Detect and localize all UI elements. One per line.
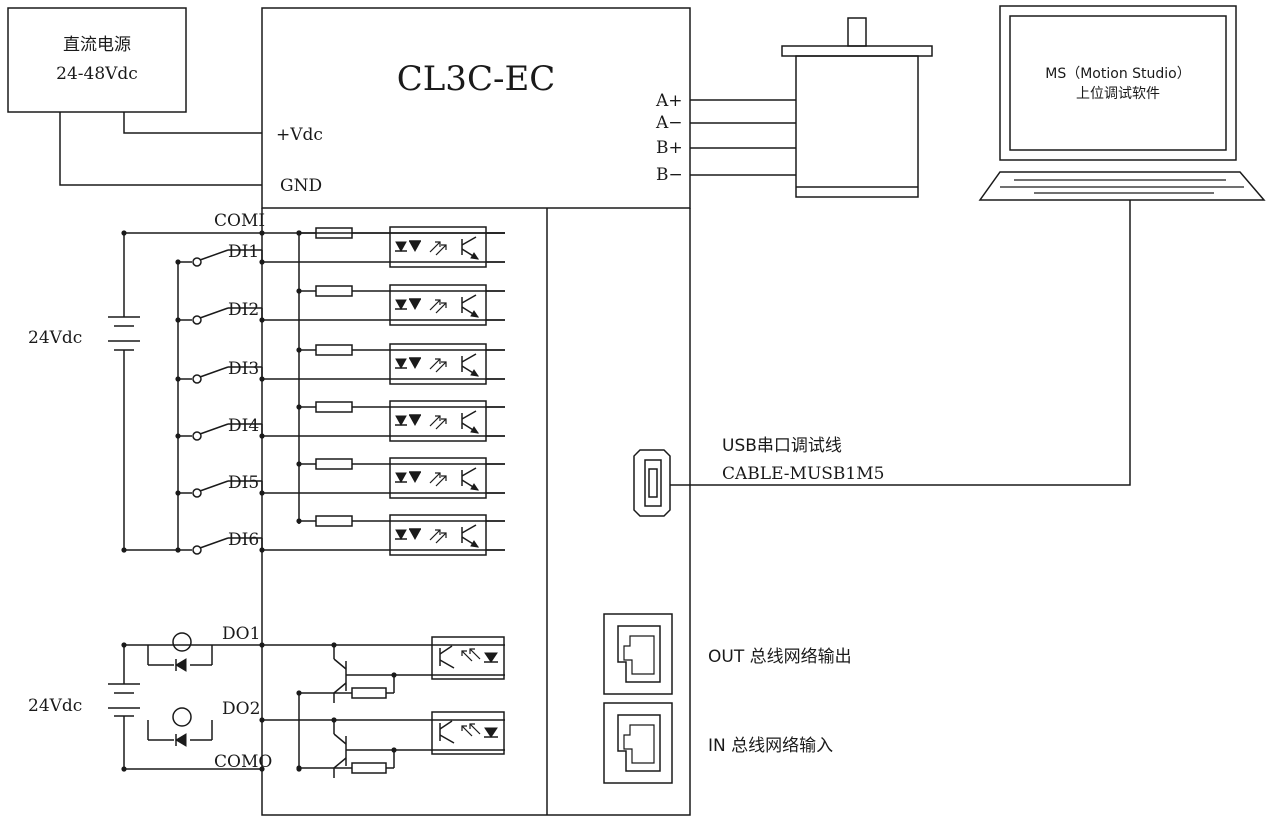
input-channel-2: DI2 bbox=[178, 284, 505, 326]
junction-dot bbox=[296, 404, 302, 410]
input-channel-4: DI4 bbox=[178, 400, 505, 442]
output-channel-2: DO2 bbox=[147, 699, 505, 778]
junction-dot bbox=[121, 642, 127, 648]
junction-dot bbox=[259, 433, 265, 439]
power-supply-voltage: 24-48Vdc bbox=[56, 64, 138, 84]
input-label-di5: DI5 bbox=[228, 473, 259, 493]
junction-dot bbox=[391, 747, 397, 753]
junction-dot bbox=[296, 766, 302, 772]
junction-dot bbox=[175, 433, 181, 439]
junction-dot bbox=[259, 717, 265, 723]
junction-dot bbox=[259, 376, 265, 382]
stepper-motor-icon bbox=[781, 17, 933, 198]
input-label-di6: DI6 bbox=[228, 530, 259, 550]
drive-model-title: CL3C-EC bbox=[397, 59, 556, 99]
input-wiring: COMI 24Vdc bbox=[28, 211, 505, 551]
network-in-label: IN 总线网络输入 bbox=[708, 736, 833, 756]
junction-dot bbox=[296, 690, 302, 696]
junction-dot bbox=[259, 490, 265, 496]
output-battery-symbol bbox=[108, 683, 140, 717]
dc-power-supply: 直流电源 24-48Vdc bbox=[7, 7, 187, 113]
junction-dot bbox=[296, 461, 302, 467]
input-battery-symbol bbox=[108, 316, 140, 351]
junction-dot bbox=[175, 317, 181, 323]
usb-cable-name: USB串口调试线 bbox=[722, 436, 842, 456]
gnd-terminal-label: GND bbox=[280, 176, 322, 196]
input-channel-1: DI1 bbox=[178, 226, 505, 268]
output-label-do1: DO1 bbox=[222, 624, 260, 644]
junction-dot bbox=[296, 347, 302, 353]
junction-dot bbox=[175, 259, 181, 265]
ethercat-in-port: IN 总线网络输入 bbox=[603, 702, 833, 784]
junction-dot bbox=[296, 288, 302, 294]
junction-dot bbox=[259, 317, 265, 323]
junction-dot bbox=[331, 717, 337, 723]
comi-label: COMI bbox=[214, 211, 265, 231]
junction-dot bbox=[121, 766, 127, 772]
power-supply-name: 直流电源 bbox=[63, 35, 131, 55]
drive-enclosure: CL3C-EC +Vdc GND bbox=[261, 7, 691, 816]
junction-dot bbox=[175, 490, 181, 496]
junction-dot bbox=[296, 230, 302, 236]
input-label-di1: DI1 bbox=[228, 242, 259, 262]
junction-dot bbox=[296, 518, 302, 524]
usb-port: USB串口调试线 CABLE-MUSB1M5 bbox=[633, 200, 1131, 517]
vdc-terminal-label: +Vdc bbox=[276, 125, 323, 145]
pc-software-desc: 上位调试软件 bbox=[1076, 86, 1160, 102]
usb-cable-model: CABLE-MUSB1M5 bbox=[722, 464, 884, 484]
output-label-do2: DO2 bbox=[222, 699, 260, 719]
ethercat-out-port: OUT 总线网络输出 bbox=[603, 613, 852, 695]
junction-dot bbox=[391, 672, 397, 678]
junction-dot bbox=[259, 766, 265, 772]
junction-dot bbox=[331, 642, 337, 648]
input-label-di3: DI3 bbox=[228, 359, 259, 379]
junction-dot bbox=[175, 376, 181, 382]
phase-label-b-plus: B+ bbox=[656, 138, 683, 158]
input-channel-6: DI6 bbox=[178, 514, 505, 556]
junction-dot bbox=[121, 547, 127, 553]
output-channel-1: DO1 bbox=[147, 624, 505, 703]
junction-dot bbox=[175, 547, 181, 553]
junction-dot bbox=[259, 547, 265, 553]
input-channel-5: DI5 bbox=[178, 457, 505, 499]
laptop-icon: MS（Motion Studio） 上位调试软件 bbox=[978, 5, 1266, 201]
input-label-di2: DI2 bbox=[228, 300, 259, 320]
input-supply-label: 24Vdc bbox=[28, 328, 82, 348]
junction-dot bbox=[259, 642, 265, 648]
input-channel-3: DI3 bbox=[178, 343, 505, 385]
motor-phase-terminals: A+ A− B+ B− bbox=[655, 91, 796, 185]
output-supply-label: 24Vdc bbox=[28, 696, 82, 716]
network-out-label: OUT 总线网络输出 bbox=[708, 647, 852, 667]
junction-dot bbox=[259, 230, 265, 236]
input-label-di4: DI4 bbox=[228, 416, 259, 436]
phase-label-a-minus: A− bbox=[655, 113, 683, 133]
power-wires bbox=[59, 112, 262, 186]
como-label: COMO bbox=[214, 752, 272, 772]
phase-label-b-minus: B− bbox=[656, 165, 683, 185]
junction-dot bbox=[259, 259, 265, 265]
phase-label-a-plus: A+ bbox=[655, 91, 683, 111]
pc-software-name: MS（Motion Studio） bbox=[1045, 66, 1190, 82]
junction-dot bbox=[121, 230, 127, 236]
